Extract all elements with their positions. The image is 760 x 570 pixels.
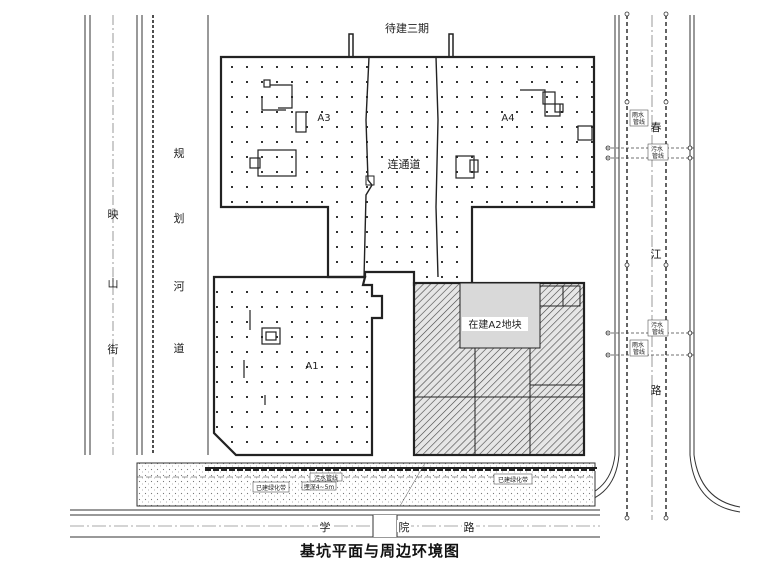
sewage-mid-line: 污水 [651,321,663,329]
yingshan-street [84,15,143,455]
chunjiang-char-2: 江 [651,248,662,261]
connector-walls [363,56,439,279]
label-green-right: 已建绿化带 [498,476,528,484]
pit-a1-outline [212,275,384,457]
pipe-label-line-2: 管线 [633,118,645,126]
rain-top-line: 雨水 [632,111,644,119]
label-xueyuan-road: 学 院 路 [318,520,476,534]
planned-river-channel [152,15,209,455]
label-a1: A1 [305,361,318,372]
guihua-char-3: 河 [174,280,185,293]
sewage-top-line: 污水 [651,145,663,153]
label-chunjiang-road: 春 江 路 [651,121,662,397]
south-green-belt [136,462,597,507]
chunjiang-char-1: 春 [651,121,662,134]
yingshan-char-2: 山 [108,277,119,290]
a2-under-construction [412,281,586,457]
label-trench-depth: 埋深4~5m [304,483,335,491]
label-connector: 连通道 [388,157,421,171]
yingshan-char-1: 映 [108,208,119,221]
label-yingshan-street: 映 山 街 [108,208,119,356]
label-rain-pipe-top: 雨水 管线 [632,111,646,126]
site-plan-drawing: 待建三期 A3 A4 连通道 A1 在建A2地块 映 山 街 规 划 河 道 春… [70,11,741,538]
a1-structures [243,310,281,405]
label-a2: 在建A2地块 [468,318,521,331]
xueyuan-char-2: 院 [399,520,410,534]
guihua-char-4: 道 [174,341,185,355]
pipe-label-line-2: 管线 [633,348,645,356]
label-a2-bg [462,317,528,331]
label-sewage-bottom: 污水管线 [314,474,338,482]
label-rain-pipe-mid: 雨水 管线 [632,341,646,356]
chunjiang-char-3: 路 [651,384,662,397]
xueyuan-char-3: 路 [464,521,475,534]
yingshan-char-3: 街 [108,342,119,356]
phase3-stubs [348,33,454,57]
guihua-char-1: 规 [174,146,185,160]
label-phase3: 待建三期 [385,21,429,35]
label-green-left: 已建绿化带 [256,484,286,492]
pit-a3-a4-outline [219,55,596,287]
pipe-label-line-2: 管线 [652,328,664,336]
label-a4: A4 [501,113,514,124]
guihua-char-2: 划 [174,212,185,225]
pipe-label-line-2: 管线 [652,152,664,160]
chunjiang-road [564,11,741,521]
xueyuan-road [70,509,600,538]
rain-mid-line: 雨水 [632,341,644,349]
label-planned-river: 规 划 河 道 [174,146,185,355]
xueyuan-char-1: 学 [320,520,331,534]
small-annotations: 已建绿化带 已建绿化带 污水管线 埋深4~5m 雨水 管线 污水 管线 污水 管… [252,109,669,493]
figure-caption: 基坑平面与周边环境图 [299,542,460,560]
a3-structures [249,79,307,177]
label-a3: A3 [317,113,330,124]
a4-structures [455,89,593,179]
label-sewage-pipe-mid: 污水 管线 [651,321,665,336]
label-sewage-pipe-top: 污水 管线 [651,145,665,160]
